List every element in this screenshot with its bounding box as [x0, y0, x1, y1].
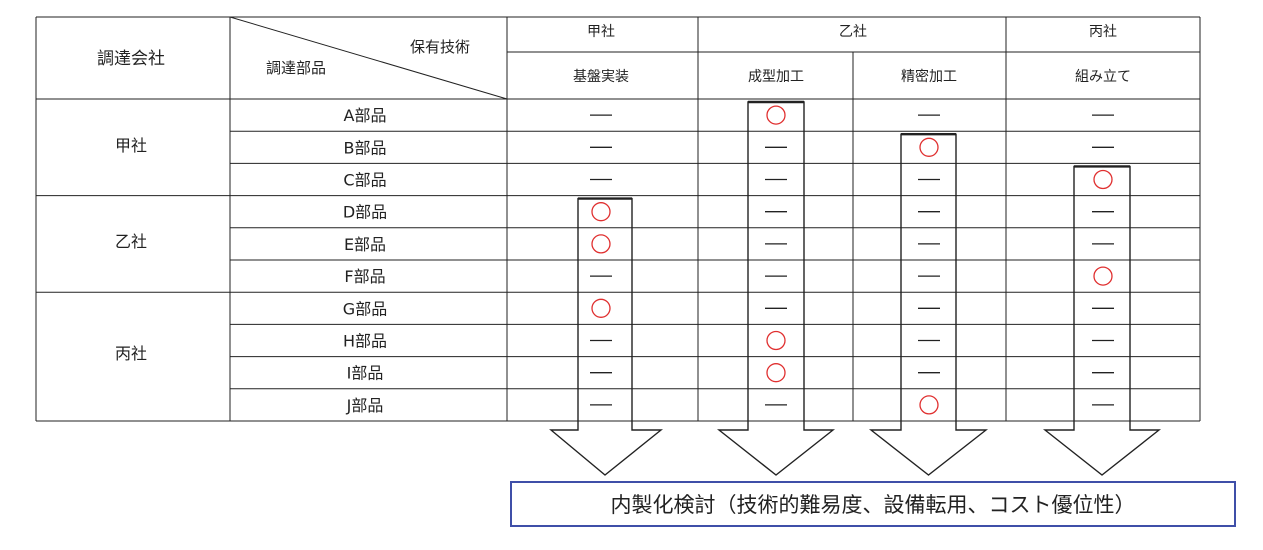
- conclusion-text: 内製化検討（技術的難易度、設備転用、コスト優位性）: [610, 493, 1136, 517]
- circle-mark: [591, 234, 611, 254]
- part-label: D部品: [343, 203, 387, 222]
- arrow-down: [1042, 165, 1162, 476]
- part-label: J部品: [346, 396, 384, 415]
- row-group-header: 調達会社: [97, 49, 165, 69]
- company-header-1: 甲社: [587, 24, 615, 40]
- group-label-2: 乙社: [115, 232, 147, 251]
- arrow-down: [868, 133, 989, 476]
- matrix-cells: [590, 105, 1114, 415]
- tech-header-1: 基盤実装: [573, 68, 629, 85]
- tech-header-2: 成型加工: [748, 69, 804, 85]
- company-header-2: 乙社: [839, 24, 867, 40]
- group-label-1: 甲社: [115, 136, 147, 155]
- circle-mark: [919, 137, 939, 157]
- corner-header-bottom: 調達部品: [266, 59, 326, 77]
- part-label: E部品: [344, 235, 386, 254]
- conclusion-box: 内製化検討（技術的難易度、設備転用、コスト優位性）: [510, 481, 1236, 527]
- tech-header-4: 組み立て: [1075, 69, 1131, 85]
- part-label: H部品: [343, 332, 387, 351]
- part-label: B部品: [344, 138, 387, 157]
- downward-arrows: [549, 100, 1162, 476]
- circle-mark: [1093, 169, 1113, 190]
- circle-mark: [919, 395, 939, 415]
- arrow-down: [716, 101, 836, 476]
- part-label: C部品: [343, 171, 386, 190]
- company-header-3: 丙社: [1089, 24, 1117, 40]
- part-label: A部品: [344, 106, 387, 125]
- circle-mark: [766, 330, 786, 351]
- circle-mark: [591, 298, 611, 318]
- table-grid: [35, 16, 1201, 422]
- corner-header-top: 保有技術: [410, 38, 470, 56]
- circle-mark: [591, 202, 611, 222]
- circle-mark: [766, 105, 786, 125]
- circle-mark: [1093, 266, 1113, 286]
- arrow-down: [549, 197, 663, 476]
- corner-diagonal: [229, 16, 508, 100]
- part-labels: A部品 B部品 C部品 D部品 E部品 F部品 G部品 H部品 I部品 J部品: [343, 106, 387, 415]
- part-label: G部品: [343, 299, 387, 318]
- part-label: I部品: [347, 364, 384, 383]
- group-label-3: 丙社: [115, 344, 147, 363]
- tech-header-3: 精密加工: [901, 68, 957, 85]
- circle-mark: [766, 363, 786, 383]
- part-label: F部品: [344, 267, 385, 286]
